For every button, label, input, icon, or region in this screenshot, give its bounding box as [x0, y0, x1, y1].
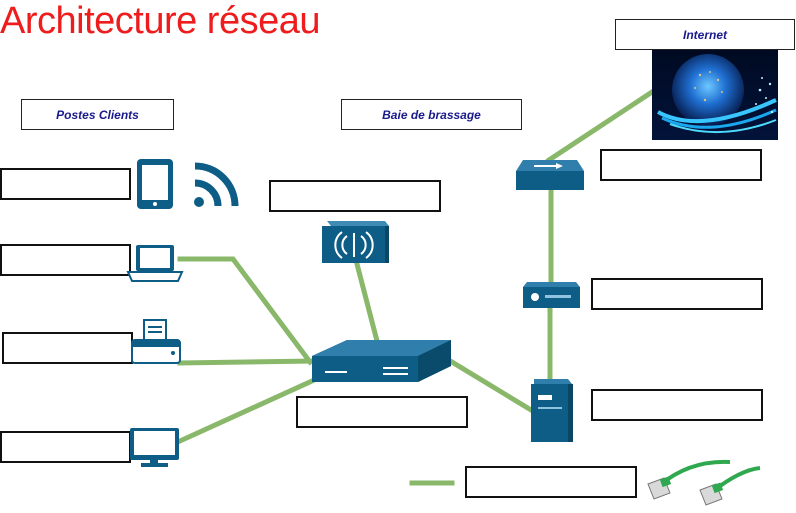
- link-switch-server: [448, 358, 535, 414]
- laptop-answer-box[interactable]: [0, 244, 131, 276]
- internet-label: Internet: [615, 19, 795, 50]
- switch-icon: [312, 340, 451, 382]
- firewall-icon: [523, 282, 580, 308]
- access-point-answer-box[interactable]: [269, 180, 441, 212]
- clients-label: Postes Clients: [21, 99, 174, 130]
- ethernet-cable-icon: [647, 459, 761, 506]
- link-monitor-switch: [176, 377, 316, 445]
- server-icon: [531, 379, 573, 442]
- access-point-icon: [322, 221, 389, 263]
- tablet-answer-box[interactable]: [0, 168, 131, 200]
- link-printer-switch: [177, 358, 315, 366]
- router-icon: [516, 160, 584, 190]
- switch-answer-box[interactable]: [296, 396, 468, 428]
- diagram-title: Architecture réseau: [0, 0, 321, 42]
- wifi-icon: [194, 162, 239, 207]
- server-answer-box[interactable]: [591, 389, 763, 421]
- printer-icon: [131, 319, 181, 364]
- tablet-icon: [137, 159, 173, 209]
- firewall-answer-box[interactable]: [591, 278, 763, 310]
- printer-answer-box[interactable]: [2, 332, 133, 364]
- link-router-internet: [545, 88, 656, 164]
- laptop-icon: [126, 245, 184, 282]
- router-answer-box[interactable]: [600, 149, 762, 181]
- link-ap-switch: [353, 260, 381, 345]
- rack-label: Baie de brassage: [341, 99, 522, 130]
- cable-answer-box[interactable]: [465, 466, 637, 498]
- link-laptop-switch: [177, 256, 314, 366]
- globe-image: [652, 50, 778, 140]
- monitor-answer-box[interactable]: [0, 431, 131, 463]
- monitor-icon: [130, 428, 179, 467]
- links: [176, 88, 656, 486]
